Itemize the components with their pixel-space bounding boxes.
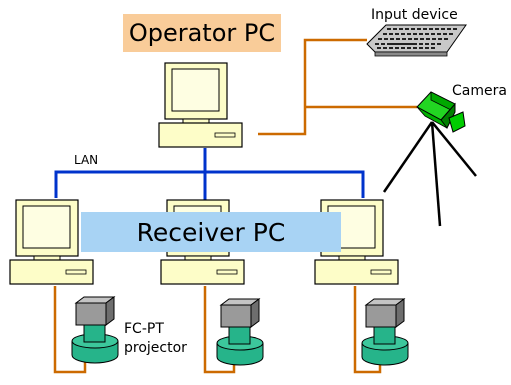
operator-pc-label: Operator PC: [123, 14, 281, 52]
input-device-label: Input device: [371, 7, 458, 23]
keyboard-icon: [366, 24, 467, 57]
projector-icon-2: [216, 298, 264, 366]
projector-label-line1: FC-PT: [124, 321, 164, 337]
camera-label: Camera: [452, 83, 507, 99]
operator-pc-icon: [158, 62, 243, 148]
lan-label: LAN: [74, 153, 99, 167]
projector-label-line2: projector: [124, 340, 187, 356]
lan-network: [54, 148, 365, 200]
input-device-cable: [258, 38, 367, 136]
video-camera-icon: [416, 91, 466, 133]
lan-bus: [54, 170, 365, 198]
receiver-pc-label: Receiver PC: [81, 212, 341, 252]
projector-icon-3: [361, 298, 409, 366]
projector-icon-1: [71, 296, 119, 364]
orange-cables: [53, 38, 417, 374]
tripod-icon: [382, 121, 477, 227]
